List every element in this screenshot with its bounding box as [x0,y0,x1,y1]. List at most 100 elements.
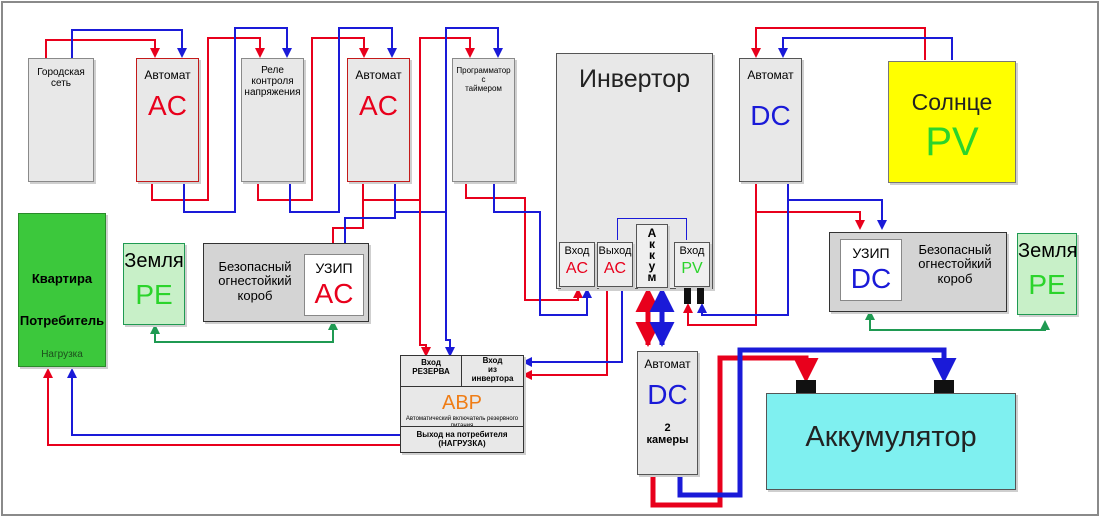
avr-reserve-input: Вход РЕЗЕРВА [401,356,462,387]
avr-box: Вход РЕЗЕРВА Вход из инвертора АВР Автом… [400,355,524,453]
cable-breaker-battery-neutral [677,347,957,498]
avr-inverter-input-label: Вход из инвертора [471,356,514,383]
avr-reserve-input-label: Вход РЕЗЕРВА [412,358,450,376]
wire-city-breaker1-phase [45,39,160,60]
earth-pe-right: Земля PE [1017,233,1077,315]
fireproof-box-dc: УЗИП DC Безопасный огнестойкий короб [829,232,1007,312]
breaker-dc-top-code: DC [750,100,791,131]
battery-box: Аккумулятор [766,393,1016,490]
avr-title: АВР [441,392,483,414]
fireproof-box-ac: Безопасный огнестойкий короб УЗИП AC [203,243,369,322]
earth-pe-left-code: PE [135,279,173,310]
wire-sun-breaker-phase [751,27,926,60]
ac-chain-wires [43,27,623,446]
pv-terminal-minus [697,288,704,304]
uzip-dc-code: DC [850,263,892,294]
timer-programmer-box: Программатор с таймером [452,58,515,182]
city-grid-label: Городская сеть [37,67,85,89]
uzip-ac-code: AC [314,278,354,309]
apartment-title: Квартира [31,271,93,286]
uzip-dc-label: УЗИП [852,245,890,261]
breaker-dc-bottom-note: 2 камеры [646,422,689,447]
inverter-port-ac-out-label: Выход [598,245,632,257]
wire-breaker-uzipdc-neutral [787,182,887,230]
fireproof-box-dc-label: Безопасный огнестойкий короб [918,242,992,286]
battery-terminal-minus [934,380,954,393]
wire-relay-breaker2-neutral [289,27,397,213]
earth-pe-right-title: Земля [1018,240,1078,262]
wire-breaker1-relay-phase [151,37,265,201]
inverter-port-pv-in-label: Вход [679,245,705,257]
pv-terminal-plus [684,288,691,304]
wire-inverter-avr-neutral [522,290,623,367]
inverter-port-ac-out: Выход AC [597,242,633,287]
wire-earth-right [865,310,1050,331]
earth-pe-left: Земля PE [123,243,185,325]
earth-pe-left-title: Земля [124,250,184,272]
wire-city-breaker1-neutral [71,29,187,60]
battery-label: Аккумулятор [805,421,977,453]
breaker-dc-bottom: Автомат DC 2 камеры [637,351,698,475]
wire-reserve-neutral [445,28,455,357]
avr-output-label: Выход на потребителя (НАГРУЗКА) [416,430,508,448]
breaker-dc-top: Автомат DC [739,58,802,182]
apartment-subtitle: Потребитель [19,313,105,328]
sun-panel-box: Солнце PV [888,61,1016,183]
wire-timer-inverter-phase [465,182,583,301]
breaker-ac-2-code: AC [359,90,398,121]
voltage-relay-label: Реле контроля напряжения [244,65,301,98]
inverter-port-ac-in-label: Вход [564,245,590,257]
avr-inverter-input: Вход из инвертора [462,356,523,387]
uzip-ac-box: УЗИП AC [304,254,364,316]
sun-panel-code: PV [925,120,979,164]
wire-sun-breaker-neutral [778,37,953,60]
apartment-consumer-box: Квартира Потребитель Нагрузка [18,213,106,367]
breaker-ac-2: Автомат AC [347,58,410,182]
wire-breaker2-uzip-neutral [340,182,396,257]
wire-breaker2-uzip-phase [328,182,364,257]
city-grid-box: Городская сеть [28,58,94,182]
wire-timer-inverter-neutral [493,182,592,316]
breaker-ac-1-code: AC [148,90,187,121]
wire-breaker-uzipdc-phase [755,182,865,230]
breaker-dc-top-title: Автомат [747,68,794,82]
earth-pe-right-code: PE [1028,269,1066,300]
wire-earth-left [150,320,338,343]
wire-reserve-phase [419,38,431,357]
uzip-dc-box: УЗИП DC [840,239,902,301]
wire-relay-breaker2-phase [257,37,369,201]
cable-breaker-battery-phase [650,355,819,508]
battery-terminal-plus [796,380,816,393]
earth-wires [150,310,1050,343]
inverter-port-pv-in-code: PV [681,260,703,277]
wire-avr-apartment-phase [43,368,400,446]
breaker-ac-1: Автомат AC [136,58,199,182]
breaker-ac-1-title: Автомат [144,68,191,82]
wire-avr-apartment-neutral [67,368,400,436]
sun-panel-title: Солнце [911,89,993,115]
dc-wires [683,27,953,326]
uzip-ac-label: УЗИП [315,260,353,276]
wire-breaker1-relay-neutral [183,27,292,213]
inverter-port-ac-in-code: AC [565,260,589,277]
wire-breaker-pv-neutral [697,182,789,316]
breaker-dc-bottom-title: Автомат [644,357,691,371]
apartment-load-label: Нагрузка [41,349,83,360]
fireproof-box-ac-label: Безопасный огнестойкий короб [218,259,292,303]
breaker-ac-2-title: Автомат [355,68,402,82]
avr-output: Выход на потребителя (НАГРУЗКА) [401,426,523,452]
battery-cables [635,287,957,508]
breaker-dc-bottom-code: DC [647,379,688,410]
voltage-relay-box: Реле контроля напряжения [241,58,304,182]
inverter-title: Инвертор [578,65,690,93]
inverter-port-pv-in: Вход PV [674,242,710,287]
inverter-port-ac-out-code: AC [603,260,627,277]
timer-programmer-label: Программатор с таймером [456,66,511,93]
inverter-port-ac-in: Вход AC [559,242,595,287]
avr-subtitle: Автоматический включатель резервного пит… [405,416,519,429]
